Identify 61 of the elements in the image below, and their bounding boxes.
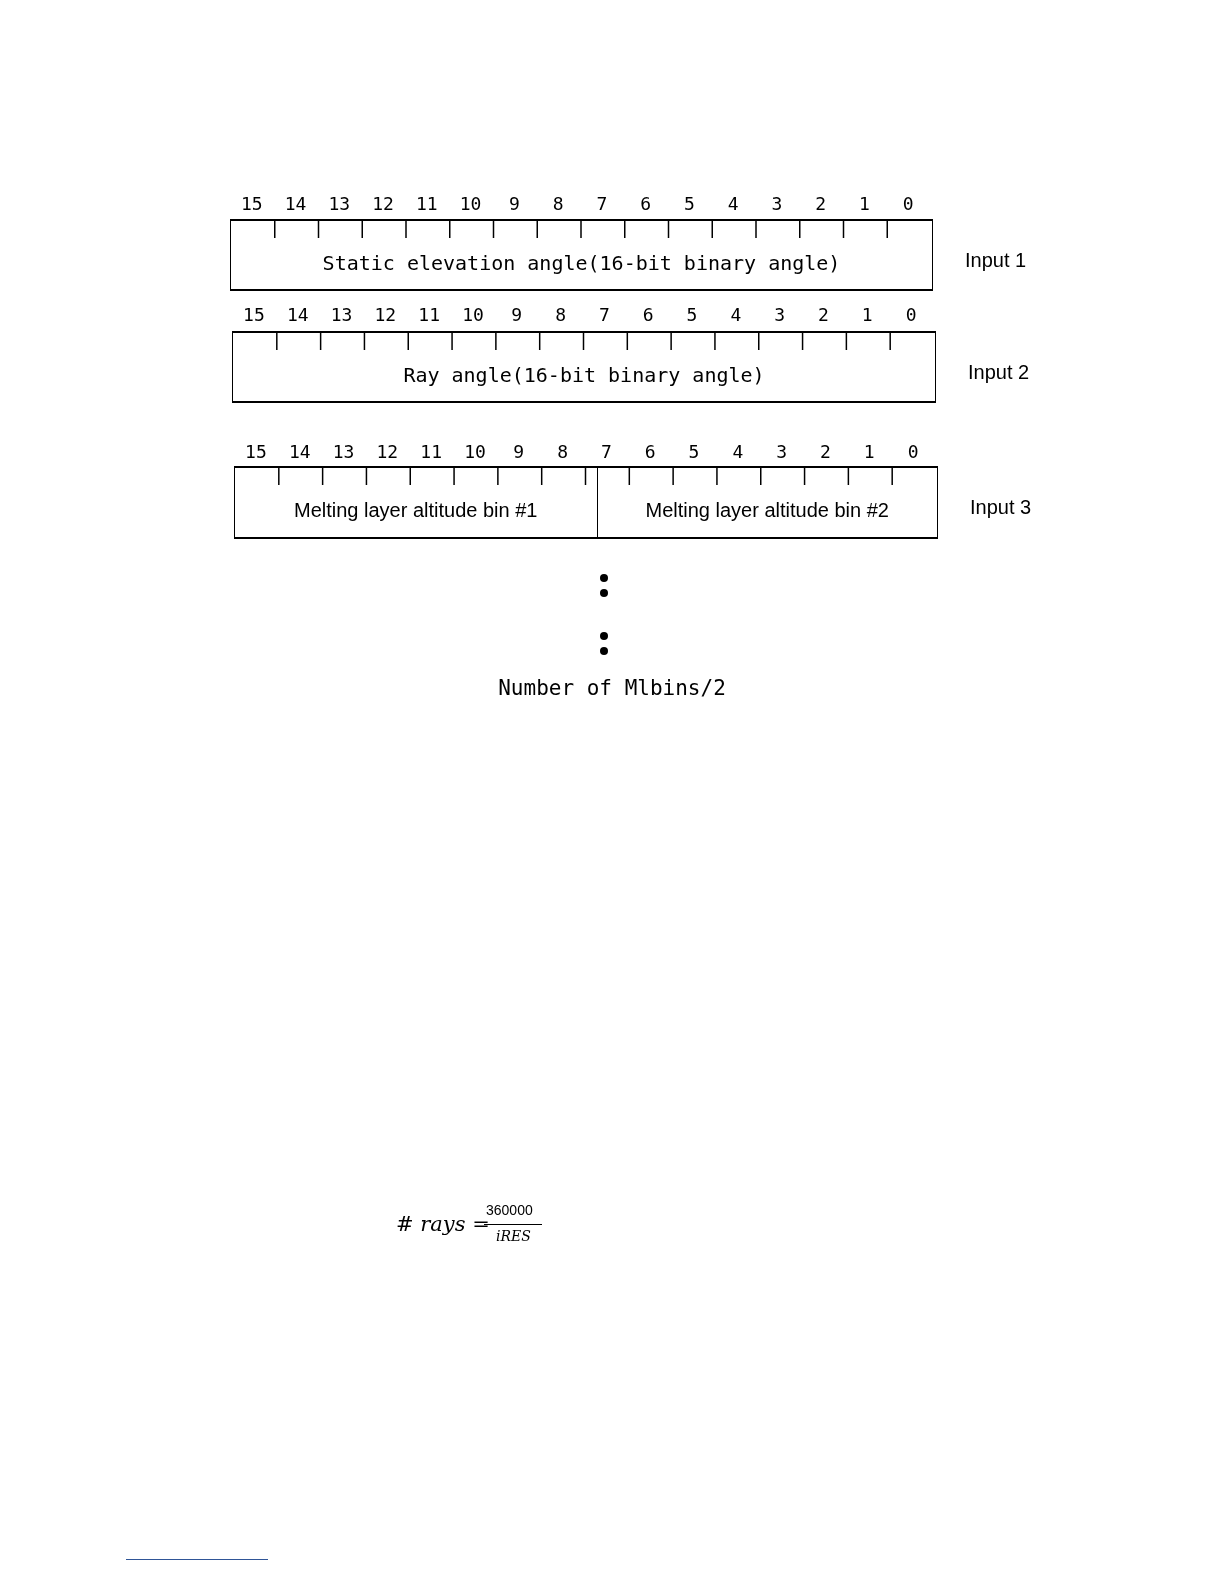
- input-label: Input 3: [970, 495, 1032, 519]
- bit-number: 0: [901, 194, 915, 214]
- denominator: iRES: [496, 1228, 531, 1244]
- register-box: [232, 331, 936, 403]
- bit-number: 7: [595, 194, 609, 214]
- bit-number: 2: [814, 194, 828, 214]
- bit-number: 1: [857, 194, 871, 214]
- bit-number: 12: [375, 442, 400, 462]
- bit-number: 7: [598, 305, 611, 325]
- bit-number: 11: [415, 194, 439, 214]
- register-box: [234, 466, 938, 539]
- bit-number: 1: [860, 305, 874, 325]
- bit-number: 4: [731, 442, 745, 462]
- field-label: Melting layer altitude bin #2: [644, 498, 890, 522]
- bit-number: 4: [729, 305, 743, 325]
- bit-number: 14: [287, 442, 312, 462]
- bit-number: 8: [551, 194, 565, 214]
- input-label: Input 2: [968, 360, 1030, 384]
- bit-number: 0: [904, 305, 918, 325]
- bit-number: 10: [463, 442, 487, 462]
- bit-number: 15: [240, 194, 264, 214]
- input-label: Input 1: [965, 248, 1027, 272]
- bit-number: 9: [512, 442, 526, 462]
- bit-number: 14: [283, 194, 308, 214]
- bit-number: 6: [643, 442, 657, 462]
- bit-number: 11: [417, 305, 441, 325]
- bit-number: 0: [906, 442, 920, 462]
- bit-number: 3: [770, 194, 784, 214]
- bit-number: 11: [419, 442, 443, 462]
- bit-number: 6: [639, 194, 653, 214]
- bit-number: 13: [331, 442, 356, 462]
- field-label: Static elevation angle(16-bit binary angle): [321, 251, 842, 275]
- bit-number: 4: [726, 194, 740, 214]
- bit-number: 13: [329, 305, 354, 325]
- bit-number: 9: [507, 194, 521, 214]
- field-label: Melting layer altitude bin #1: [293, 498, 539, 522]
- bit-number: 8: [554, 305, 567, 325]
- bit-number: 14: [285, 305, 310, 325]
- field-label: Ray angle(16-bit binary angle): [402, 363, 766, 387]
- bit-number: 2: [819, 442, 832, 462]
- numerator: 360000: [486, 1202, 533, 1218]
- bit-number: 2: [817, 305, 830, 325]
- bit-number: 8: [556, 442, 569, 462]
- bit-number: 10: [461, 305, 485, 325]
- bit-number: 7: [600, 442, 613, 462]
- bit-number: 12: [371, 194, 395, 214]
- note-text: Number of Mlbins/2: [497, 676, 727, 700]
- bit-number: 9: [510, 305, 524, 325]
- bit-number: 5: [687, 442, 701, 462]
- bit-number: 15: [244, 442, 268, 462]
- bit-number: 3: [775, 442, 789, 462]
- bit-number: 5: [682, 194, 696, 214]
- bit-number: 6: [641, 305, 655, 325]
- bit-number: 12: [373, 305, 398, 325]
- bit-number: 10: [458, 194, 483, 214]
- bit-number: 1: [862, 442, 876, 462]
- bit-number: 3: [773, 305, 787, 325]
- register-box: [230, 219, 933, 291]
- bit-number: 13: [327, 194, 352, 214]
- bit-number: 15: [242, 305, 266, 325]
- bit-number: 5: [685, 305, 699, 325]
